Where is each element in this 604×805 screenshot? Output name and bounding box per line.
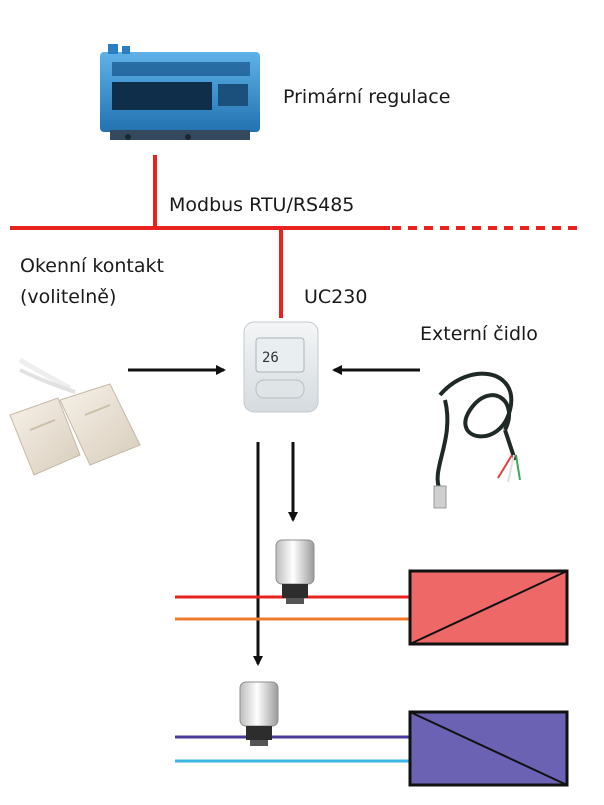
window-contact-label: Okenní kontakt bbox=[20, 255, 164, 277]
cooling-exchanger-icon bbox=[408, 710, 569, 787]
magnetic-contact-icon bbox=[9, 357, 141, 476]
primary-control-label: Primární regulace bbox=[283, 86, 451, 108]
bus-label: Modbus RTU/RS485 bbox=[169, 194, 355, 216]
thermostat-icon: 26 bbox=[243, 321, 319, 413]
controller-label: UC230 bbox=[304, 286, 368, 308]
external-sensor-label: Externí čidlo bbox=[420, 323, 538, 345]
valve-actuator-icon bbox=[275, 539, 315, 604]
window-contact-label-optional: (volitelně) bbox=[20, 286, 117, 308]
heat-exchanger-icon bbox=[408, 569, 569, 646]
thermostat-display: 26 bbox=[262, 350, 279, 366]
valve-actuator-icon bbox=[239, 681, 279, 746]
controller-box-icon bbox=[100, 44, 260, 140]
cable-sensor-icon bbox=[433, 371, 521, 509]
